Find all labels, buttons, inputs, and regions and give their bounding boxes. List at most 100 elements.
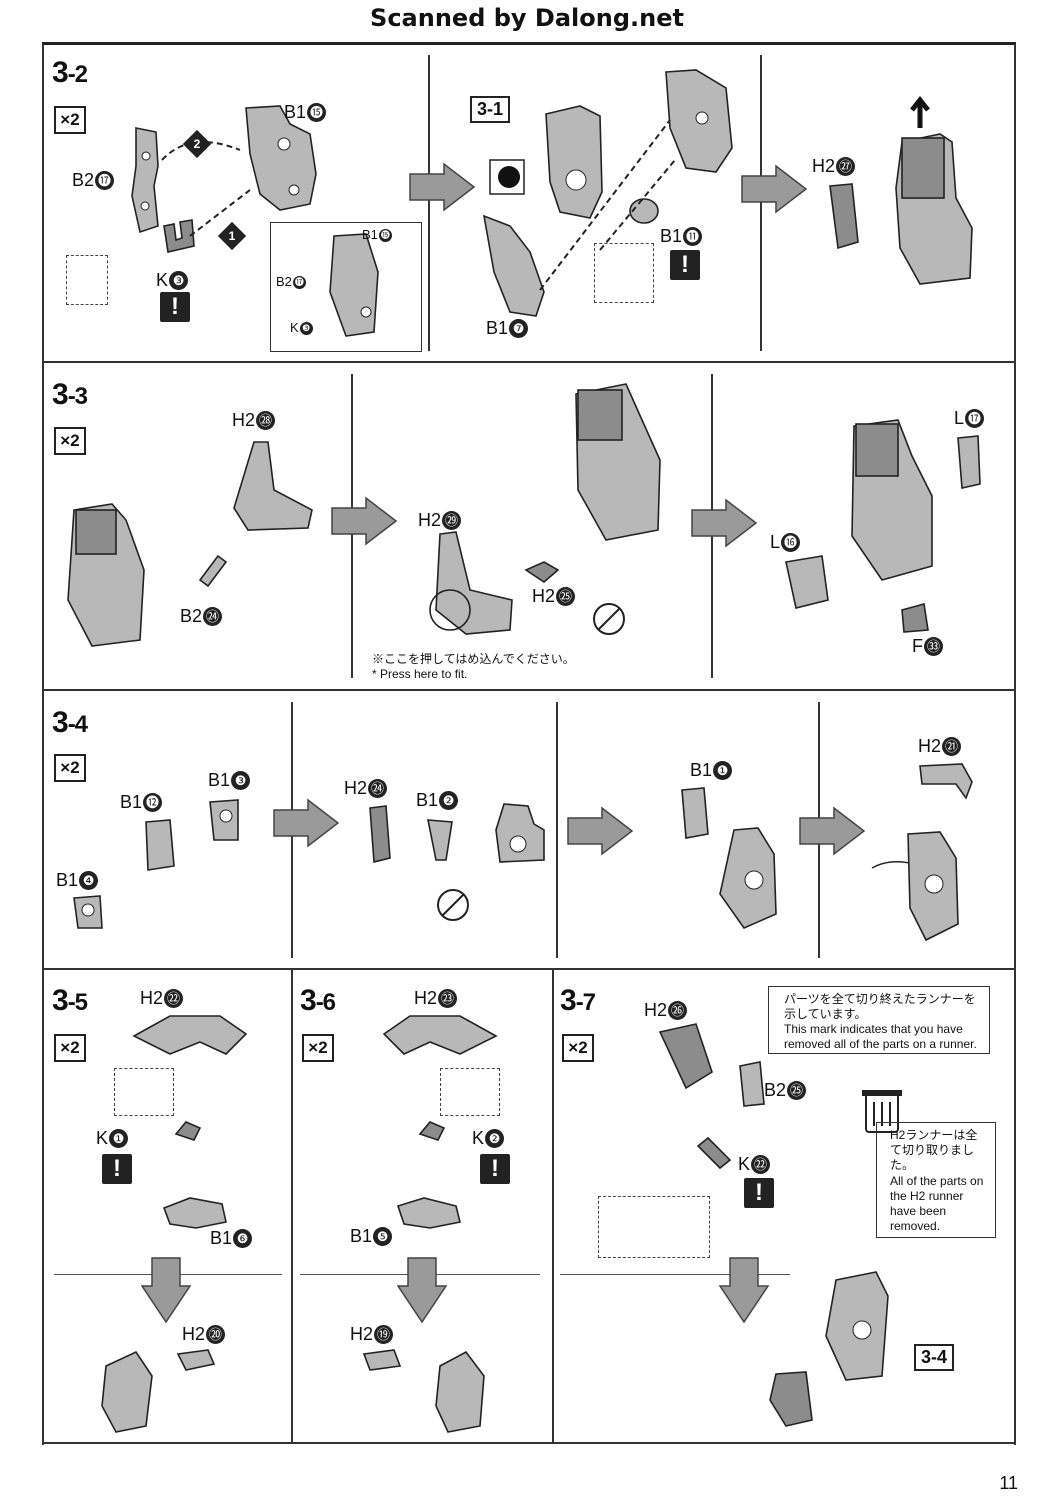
order-badge-1: 1 <box>217 221 247 251</box>
runner-note-jp: パーツを全て切り終えたランナーを示しています。 <box>784 992 976 1021</box>
scan-watermark: Scanned by Dalong.net <box>370 4 684 32</box>
part-k-3-illustration <box>163 219 195 253</box>
next-step-arrow-7 <box>799 806 866 856</box>
part-h2-21-illustration <box>919 763 973 800</box>
press-note-en: * Press here to fit. <box>372 667 468 681</box>
runner-note-en: This mark indicates that you have remove… <box>784 1022 977 1051</box>
runner-mark-note-box <box>768 986 990 1054</box>
step-title-3-2: 3-2 <box>52 56 88 90</box>
assembly-arrows-3-2 <box>161 141 251 237</box>
step-suffix: -2 <box>67 61 88 88</box>
part-h2-19-illustration <box>362 1349 485 1433</box>
part-b1-15-illustration <box>245 105 317 211</box>
shoulder-final-illustration <box>871 831 959 942</box>
step-title-3-5: 3-5 <box>52 984 88 1017</box>
press-note-jp: ※ここを押してはめ込んでください。 <box>372 652 575 666</box>
down-arrow-3-5 <box>140 1257 192 1324</box>
detail-callout-k2 <box>440 1068 500 1116</box>
caution-icon: ! <box>480 1154 510 1184</box>
arm-body-illustration-3-3b <box>575 383 661 541</box>
row-divider-3 <box>42 968 1014 970</box>
next-step-arrow-3 <box>331 496 398 546</box>
caution-icon: ! <box>670 250 700 280</box>
arm-assembly-illustration <box>895 95 973 285</box>
caution-icon: ! <box>102 1154 132 1184</box>
quantity-badge-3-4: ×2 <box>54 754 86 782</box>
down-arrow-3-6 <box>396 1257 448 1324</box>
no-cut-symbol <box>593 603 625 635</box>
part-b1-5-illustration <box>396 1197 461 1229</box>
part-b2-25-illustration <box>739 1061 765 1107</box>
part-l-17-illustration <box>957 435 981 489</box>
part-k-1-illustration <box>174 1121 202 1141</box>
part-h2-27-illustration <box>829 183 859 250</box>
part-h2-20-illustration <box>101 1349 216 1433</box>
no-cut-symbol-2 <box>437 889 469 921</box>
inset-detail-box <box>270 222 422 352</box>
quantity-badge-3-5: ×2 <box>54 1034 86 1062</box>
part-h2-24-illustration-b <box>369 805 391 864</box>
detail-callout-k22 <box>598 1196 710 1258</box>
black-circle-mark <box>489 159 525 195</box>
part-h2-23-illustration <box>382 1015 498 1055</box>
order-badge-2: 2 <box>182 129 212 159</box>
step-title-3-4: 3-4 <box>52 706 88 739</box>
col-divider-r4a <box>291 970 293 1442</box>
ref-step-3-4: 3-4 <box>914 1344 955 1371</box>
part-h2-26-illustration <box>658 1023 713 1090</box>
part-b1-3-illustration <box>209 799 239 841</box>
quantity-badge-3-3: ×2 <box>54 427 86 455</box>
h2-done-en: All of the parts on the H2 runner have b… <box>890 1174 984 1233</box>
caution-icon: ! <box>160 292 190 322</box>
quantity-badge-3-6: ×2 <box>302 1034 334 1062</box>
next-step-arrow-4 <box>691 498 758 548</box>
assembly-arrows-3-1 <box>539 119 676 291</box>
detail-callout-k1 <box>114 1068 174 1116</box>
row-divider-2 <box>42 689 1014 691</box>
part-k-2-illustration <box>418 1121 446 1141</box>
h2-done-note-box <box>876 1122 996 1238</box>
col-divider-r4b <box>552 970 554 1442</box>
col-divider-r1b <box>760 55 762 351</box>
part-h2-28-illustration <box>233 441 313 531</box>
quantity-badge-3-2: ×2 <box>54 106 86 134</box>
part-b1-11-illustration <box>629 198 659 224</box>
part-b1-6-illustration <box>162 1197 227 1229</box>
shoulder-joint-illustration <box>495 803 545 863</box>
frame-bottom <box>42 1442 1014 1444</box>
part-l-16-illustration <box>785 555 829 609</box>
caution-icon: ! <box>744 1178 774 1208</box>
detail-callout-b1-11 <box>594 243 654 303</box>
step-title-3-6: 3-6 <box>300 984 336 1017</box>
part-h2-29-illustration <box>429 531 513 635</box>
part-b1-1-illustration <box>681 787 709 839</box>
step-title-3-7: 3-7 <box>560 984 596 1017</box>
down-arrow-3-7 <box>718 1257 770 1324</box>
next-step-arrow-6 <box>567 806 634 856</box>
part-h2-22-illustration <box>132 1015 248 1055</box>
next-step-arrow-1 <box>409 162 476 212</box>
part-h2-26-final-illustration <box>769 1371 813 1427</box>
instruction-frame <box>42 42 1016 1445</box>
